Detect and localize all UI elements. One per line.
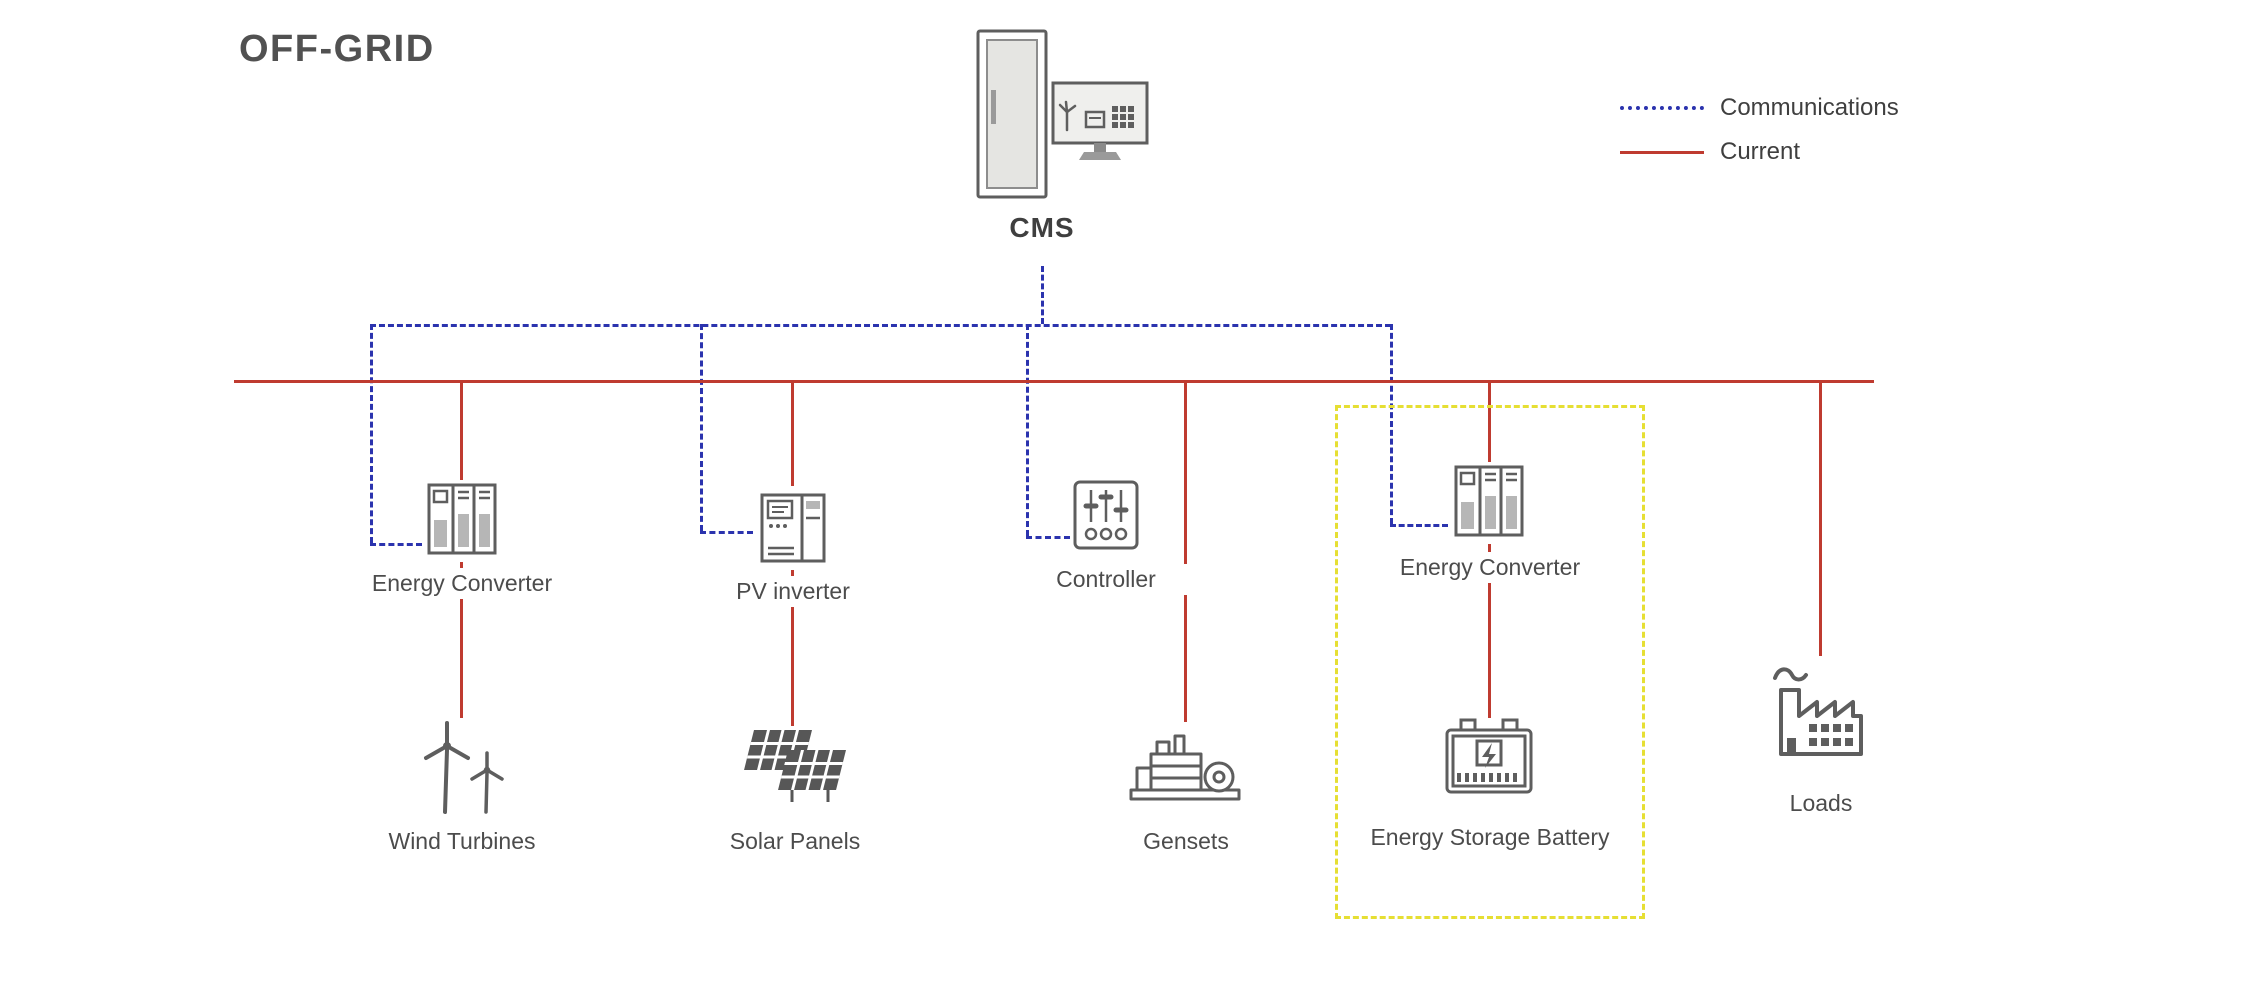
legend-current-label: Current — [1720, 138, 1801, 165]
current-line-swatch — [1620, 150, 1704, 154]
comm-line-to-controller — [1026, 324, 1029, 536]
current-line-energy-converter-1-to-wind — [460, 562, 463, 718]
legend: Communications Current — [1620, 86, 1899, 174]
comm-line-to-energy-converter-2-jog — [1390, 524, 1448, 527]
energy-converter-1-label: Energy Converter — [342, 568, 582, 599]
genset-icon — [1129, 734, 1241, 801]
gensets-label: Gensets — [1066, 826, 1306, 857]
comm-line-to-pv-inverter-jog — [700, 531, 753, 534]
factory-icon — [1773, 667, 1863, 756]
legend-current-row: Current — [1620, 130, 1899, 174]
comm-line-to-pv-inverter — [700, 324, 703, 531]
pv-inverter-label: PV inverter — [673, 576, 913, 607]
comm-line-to-energy-converter-2 — [1390, 324, 1393, 524]
solar-panels-label: Solar Panels — [675, 826, 915, 857]
comm-line-cms-drop — [1041, 266, 1044, 324]
current-line-bus-to-energy-converter-1 — [460, 382, 463, 480]
controller-icon — [1073, 480, 1139, 550]
server-cabinet-icon — [976, 29, 1048, 199]
communications-line-swatch — [1620, 106, 1704, 110]
current-bus-line — [234, 380, 1874, 383]
battery-system-group-box — [1335, 405, 1645, 919]
comm-line-main-bus — [370, 324, 1391, 327]
current-line-energy-converter-2-to-battery — [1488, 544, 1491, 718]
battery-icon — [1445, 718, 1533, 794]
current-line-bus-to-pv-inverter — [791, 382, 794, 486]
monitor-icon — [1051, 81, 1149, 160]
current-line-bus-to-energy-converter-2 — [1488, 382, 1491, 462]
current-line-bus-to-gensets — [1184, 382, 1187, 722]
current-line-pv-inverter-to-solar — [791, 570, 794, 726]
pv-inverter-icon — [760, 493, 826, 563]
wind-turbine-icon — [424, 721, 504, 814]
energy-converter-2-label: Energy Converter — [1370, 552, 1610, 583]
diagram-title: OFF-GRID — [239, 28, 435, 70]
solar-panel-icon — [744, 730, 846, 802]
comm-line-to-controller-jog — [1026, 536, 1070, 539]
loads-label: Loads — [1701, 788, 1941, 819]
energy-storage-battery-label: Energy Storage Battery — [1340, 822, 1640, 853]
current-line-bus-to-loads — [1819, 382, 1822, 656]
controller-label: Controller — [986, 564, 1226, 595]
energy-converter-icon — [427, 483, 497, 555]
cms-label: CMS — [1009, 212, 1075, 243]
energy-converter-icon — [1454, 465, 1524, 537]
legend-communications-row: Communications — [1620, 86, 1899, 130]
wind-turbines-label: Wind Turbines — [342, 826, 582, 857]
legend-communications-label: Communications — [1720, 94, 1899, 121]
comm-line-to-energy-converter-1-jog — [370, 543, 422, 546]
comm-line-to-energy-converter-1 — [370, 324, 373, 543]
